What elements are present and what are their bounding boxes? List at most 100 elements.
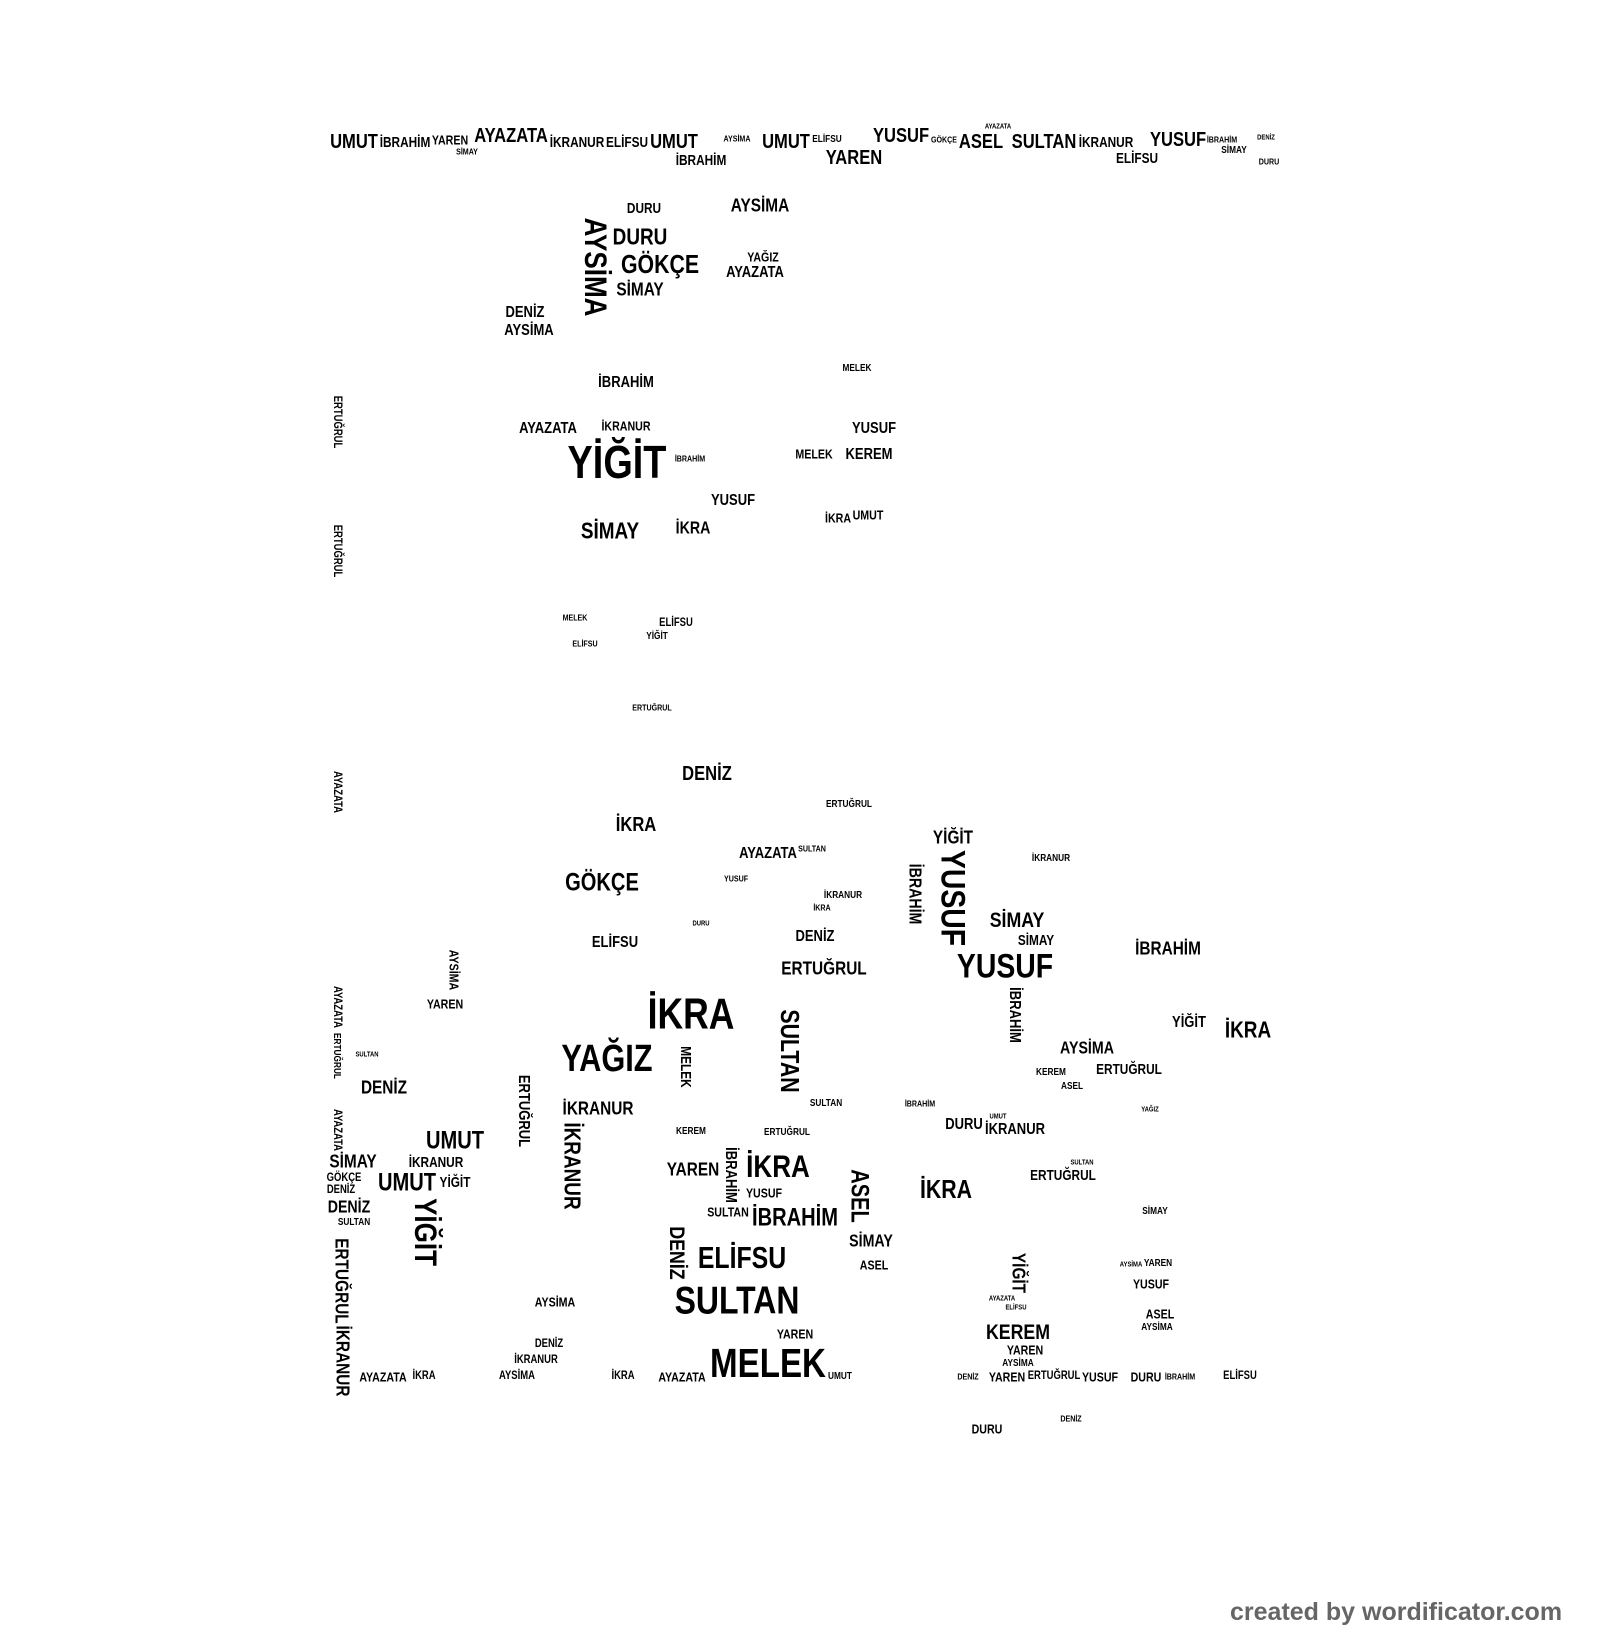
cloud-word-i̇brahi̇m: İBRAHİM — [380, 135, 431, 152]
cloud-word-deni̇z: DENİZ — [1060, 1414, 1082, 1425]
cloud-word-i̇kra: İKRA — [824, 510, 851, 526]
cloud-word-asel: ASEL — [1061, 1080, 1084, 1092]
cloud-word-umut: UMUT — [329, 131, 378, 154]
cloud-word-i̇kranur: İKRANUR — [332, 1325, 354, 1397]
cloud-word-i̇brahi̇m: İBRAHİM — [751, 1204, 838, 1232]
cloud-word-sultan: SULTAN — [355, 1049, 379, 1059]
cloud-word-duru: DURU — [627, 200, 662, 217]
cloud-word-eli̇fsu: ELİFSU — [606, 135, 649, 152]
cloud-word-asel: ASEL — [1145, 1306, 1175, 1322]
cloud-word-i̇kranur: İKRANUR — [1032, 852, 1071, 864]
cloud-word-eli̇fsu: ELİFSU — [1115, 151, 1159, 168]
cloud-word-ertuğrul: ERTUĞRUL — [331, 1238, 353, 1325]
cloud-word-umut: UMUT — [425, 1127, 485, 1155]
cloud-word-yi̇ği̇t: YİĞİT — [646, 630, 668, 642]
cloud-word-ertuğrul: ERTUĞRUL — [1095, 1061, 1162, 1078]
cloud-word-aysi̇ma: AYSİMA — [504, 322, 554, 340]
cloud-word-i̇brahi̇m: İBRAHİM — [1207, 134, 1238, 145]
cloud-word-kerem: KEREM — [985, 1318, 1050, 1344]
cloud-word-ertuğrul: ERTUĞRUL — [1028, 1369, 1081, 1382]
cloud-word-aysi̇ma: AYSİMA — [578, 217, 615, 317]
cloud-word-eli̇fsu: ELİFSU — [812, 134, 842, 146]
cloud-word-gökçe: GÖKÇE — [326, 1171, 362, 1184]
cloud-word-i̇kra: İKRA — [746, 1148, 811, 1185]
cloud-word-aysi̇ma: AYSİMA — [498, 1369, 535, 1382]
cloud-word-si̇may: SİMAY — [328, 1150, 377, 1172]
cloud-word-sultan: SULTAN — [337, 1216, 370, 1228]
cloud-word-ertuğrul: ERTUĞRUL — [826, 799, 873, 811]
cloud-word-duru: DURU — [972, 1421, 1003, 1437]
cloud-word-i̇kranur: İKRANUR — [823, 890, 863, 902]
cloud-word-duru: DURU — [945, 1116, 984, 1134]
cloud-word-melek: MELEK — [709, 1339, 826, 1386]
cloud-word-i̇brahi̇m: İBRAHİM — [1164, 1371, 1196, 1382]
cloud-word-eli̇fsu: ELİFSU — [1005, 1302, 1027, 1312]
cloud-word-ayazata: AYAZATA — [658, 1369, 706, 1385]
cloud-word-yi̇ği̇t: YİĞİT — [567, 435, 667, 488]
cloud-word-ayazata: AYAZATA — [738, 844, 797, 862]
cloud-word-ertuğrul: ERTUĞRUL — [781, 957, 867, 979]
cloud-word-yusuf: YUSUF — [745, 1185, 782, 1201]
cloud-word-eli̇fsu: ELİFSU — [572, 639, 598, 649]
cloud-word-duru: DURU — [692, 917, 710, 927]
cloud-word-melek: MELEK — [795, 446, 833, 462]
cloud-word-duru: DURU — [612, 223, 668, 250]
cloud-word-i̇kra: İKRA — [611, 1369, 635, 1382]
cloud-word-yaren: YAREN — [1006, 1342, 1044, 1358]
cloud-word-i̇brahi̇m: İBRAHİM — [905, 1098, 936, 1109]
cloud-word-si̇may: SİMAY — [1221, 145, 1247, 157]
cloud-word-ayazata: AYAZATA — [519, 419, 577, 437]
cloud-word-aysi̇ma: AYSİMA — [731, 194, 790, 216]
cloud-word-i̇kranur: İKRANUR — [562, 1097, 634, 1119]
cloud-word-kerem: KEREM — [1036, 1067, 1067, 1079]
cloud-word-umut: UMUT — [989, 1111, 1007, 1121]
cloud-word-yusuf: YUSUF — [872, 125, 929, 148]
cloud-word-yaren: YAREN — [667, 1159, 720, 1181]
cloud-word-ertuğrul: ERTUĞRUL — [631, 702, 672, 713]
cloud-word-deni̇z: DENİZ — [326, 1184, 356, 1197]
cloud-word-si̇may: SİMAY — [580, 517, 639, 544]
cloud-word-yaren: YAREN — [825, 147, 882, 170]
cloud-word-melek: MELEK — [562, 612, 588, 623]
cloud-word-deni̇z: DENİZ — [1256, 132, 1275, 142]
cloud-word-sultan: SULTAN — [707, 1204, 749, 1220]
cloud-word-ayazata: AYAZATA — [330, 986, 343, 1029]
cloud-word-yusuf: YUSUF — [1149, 129, 1206, 152]
cloud-word-eli̇fsu: ELİFSU — [1222, 1369, 1257, 1382]
credit-watermark: created by wordificator.com — [1230, 1598, 1563, 1626]
cloud-word-i̇brahi̇m: İBRAHİM — [721, 1146, 739, 1203]
cloud-word-eli̇fsu: ELİFSU — [658, 617, 693, 630]
cloud-word-yi̇ği̇t: YİĞİT — [407, 1197, 444, 1266]
cloud-word-i̇kranur: İKRANUR — [549, 135, 605, 152]
cloud-word-aysi̇ma: AYSİMA — [723, 133, 751, 144]
cloud-word-i̇kranur: İKRANUR — [559, 1122, 586, 1210]
cloud-word-yi̇ği̇t: YİĞİT — [439, 1174, 470, 1191]
cloud-word-i̇kranur: İKRANUR — [408, 1154, 464, 1171]
cloud-word-yusuf: YUSUF — [933, 849, 972, 946]
cloud-word-umut: UMUT — [852, 507, 884, 523]
cloud-word-aysi̇ma: AYSİMA — [535, 1294, 576, 1310]
cloud-word-sultan: SULTAN — [1011, 131, 1077, 154]
cloud-word-yi̇ği̇t: YİĞİT — [1172, 1014, 1207, 1032]
cloud-word-yaren: YAREN — [989, 1369, 1026, 1385]
cloud-word-yaren: YAREN — [426, 996, 463, 1012]
cloud-word-kerem: KEREM — [676, 1125, 707, 1137]
cloud-word-i̇kranur: İKRANUR — [513, 1354, 558, 1367]
cloud-word-deni̇z: DENİZ — [360, 1076, 407, 1098]
cloud-word-sultan: SULTAN — [674, 1279, 800, 1323]
cloud-word-i̇kranur: İKRANUR — [1078, 135, 1134, 152]
cloud-word-yusuf: YUSUF — [711, 492, 756, 510]
cloud-word-deni̇z: DENİZ — [534, 1338, 564, 1351]
cloud-word-asel: ASEL — [860, 1257, 889, 1273]
cloud-word-ayazata: AYAZATA — [474, 125, 549, 148]
cloud-word-i̇kra: İKRA — [1224, 1016, 1272, 1043]
cloud-word-ertuğrul: ERTUĞRUL — [763, 1126, 810, 1138]
cloud-word-sultan: SULTAN — [1070, 1157, 1094, 1167]
cloud-word-ayazata: AYAZATA — [359, 1369, 407, 1385]
cloud-word-yi̇ği̇t: YİĞİT — [1008, 1252, 1030, 1294]
cloud-word-yağiz: YAĞIZ — [746, 249, 779, 265]
cloud-word-yusuf: YUSUF — [724, 873, 749, 884]
cloud-word-yağiz: YAĞIZ — [1140, 1104, 1159, 1114]
cloud-word-ertuğrul: ERTUĞRUL — [330, 395, 343, 448]
